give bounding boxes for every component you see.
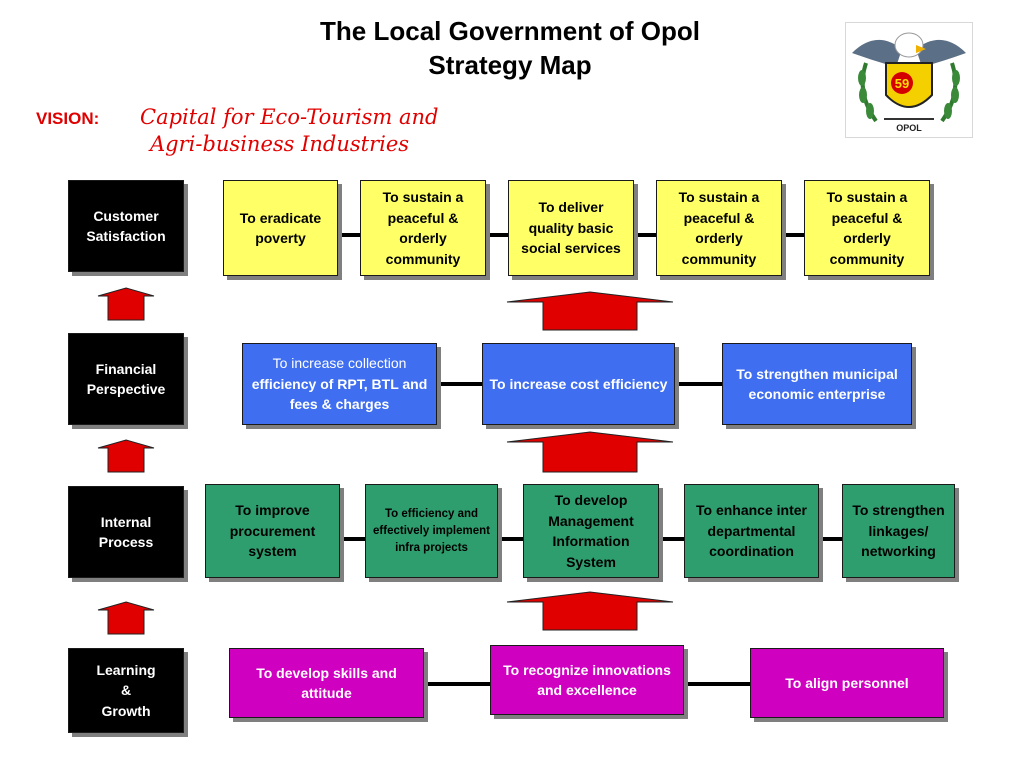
objective-box: To strengthen linkages/ networking (842, 484, 955, 578)
big-up-arrow-icon (506, 591, 674, 631)
page-title: The Local Government of Opol Strategy Ma… (240, 14, 780, 82)
perspective-line: Customer (93, 207, 159, 224)
perspective-line: Process (98, 534, 154, 550)
objective-text: To develop Management Information System (548, 492, 634, 570)
objective-text: To increase collection (272, 355, 407, 372)
objective-text: To eradicate poverty (239, 209, 322, 247)
objective-text: To sustain a peaceful & orderly communit… (678, 189, 760, 267)
objective-box: To eradicate poverty (223, 180, 338, 276)
objective-text: To develop skills and attitude (256, 664, 397, 702)
objective-box: To align personnel (750, 648, 944, 718)
objective-text: To sustain a peaceful & orderly communit… (826, 189, 908, 267)
opol-seal-logo: 59 OPOL (845, 22, 973, 138)
connector-line (782, 233, 804, 237)
svg-text:59: 59 (895, 76, 909, 91)
objective-text: To strengthen linkages/ networking (852, 502, 945, 560)
objective-box: To improve procurement system (205, 484, 340, 578)
connector-line (819, 537, 842, 541)
connector-line (340, 537, 365, 541)
connector-line (659, 537, 684, 541)
objective-box: To sustain a peaceful & orderly communit… (360, 180, 486, 276)
perspective-line: Internal (100, 513, 152, 530)
objective-box: To sustain a peaceful & orderly communit… (804, 180, 930, 276)
perspective-line: Perspective (86, 381, 166, 397)
objective-box: To enhance inter departmental coordinati… (684, 484, 819, 578)
objective-box: To efficiency and effectively implement … (365, 484, 498, 578)
connector-line (634, 233, 656, 237)
objective-text: To enhance inter departmental coordinati… (696, 502, 807, 560)
objective-box: To recognize innovations and excellence (490, 645, 684, 715)
perspective-line: Satisfaction (86, 228, 166, 244)
connector-line (437, 382, 482, 386)
perspective-line: Growth (101, 702, 151, 719)
objective-box: To increase cost efficiency (482, 343, 675, 425)
vision-statement: Capital for Eco-Tourism and Agri-busines… (140, 104, 438, 158)
vision-line-2: Agri-business Industries (150, 132, 410, 156)
objective-text: To sustain a peaceful & orderly communit… (382, 189, 464, 267)
perspective-line: & (120, 682, 132, 699)
connector-line (424, 682, 490, 686)
connector-line (675, 382, 722, 386)
perspective-learning-growth: Learning & Growth (68, 648, 184, 733)
objective-text: To efficiency and effectively implement … (373, 507, 490, 554)
up-arrow-icon (97, 439, 155, 473)
connector-line (684, 682, 750, 686)
objective-text: To align personnel (785, 674, 909, 691)
vision-line-1: Capital for Eco-Tourism and (140, 105, 439, 129)
up-arrow-icon (97, 287, 155, 321)
title-line-1: The Local Government of Opol (320, 16, 700, 46)
connector-line (486, 233, 508, 237)
perspective-line: Learning (96, 661, 156, 678)
eagle-seal-icon: 59 OPOL (852, 32, 966, 133)
big-up-arrow-icon (506, 291, 674, 331)
connector-line (338, 233, 360, 237)
objective-box: To sustain a peaceful & orderly communit… (656, 180, 782, 276)
connector-line (498, 537, 523, 541)
objective-box: To deliver quality basic social services (508, 180, 634, 276)
objective-text: To increase cost efficiency (489, 375, 668, 392)
svg-text:OPOL: OPOL (896, 123, 922, 133)
perspective-line: Financial (95, 360, 157, 377)
objective-text: To deliver quality basic social services (521, 199, 621, 257)
objective-text: To strengthen municipal economic enterpr… (736, 365, 898, 403)
big-up-arrow-icon (506, 431, 674, 473)
title-line-2: Strategy Map (428, 50, 592, 80)
objective-box: To increase collection efficiency of RPT,… (242, 343, 437, 425)
objective-text: efficiency of RPT, BTL and fees & charge… (251, 375, 428, 413)
vision-label: VISION: (36, 109, 100, 128)
objective-box: To develop skills and attitude (229, 648, 424, 718)
up-arrow-icon (97, 601, 155, 635)
objective-box: To develop Management Information System (523, 484, 659, 578)
objective-text: To improve procurement system (229, 502, 316, 560)
objective-text: To recognize innovations and excellence (503, 661, 671, 699)
objective-box: To strengthen municipal economic enterpr… (722, 343, 912, 425)
